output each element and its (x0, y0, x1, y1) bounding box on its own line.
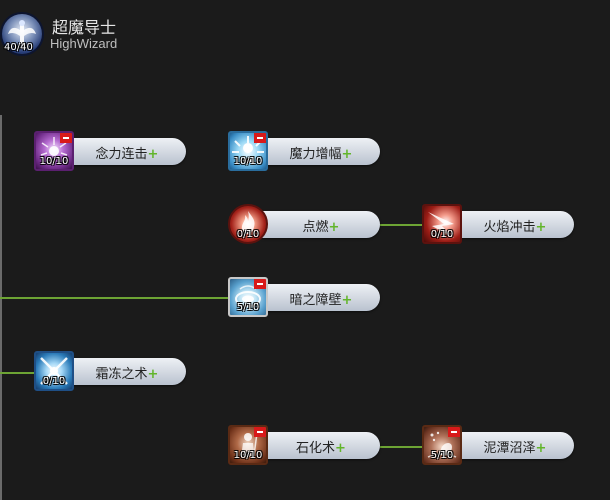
skill-name: 霜冻之术 (95, 367, 148, 382)
dark-barrier-icon[interactable]: 5/10 (228, 277, 268, 317)
skill-ignite[interactable]: 点燃+ 0/10 (228, 204, 388, 244)
skill-name: 石化术 (296, 441, 336, 456)
add-point-button[interactable]: + (328, 220, 340, 235)
skill-psychic-combo[interactable]: 念力连击+ 10/10 (34, 131, 194, 171)
add-point-button[interactable]: + (535, 441, 547, 456)
skill-level: 10/10 (233, 156, 263, 167)
skill-name: 念力连击 (95, 147, 148, 162)
petrify-icon[interactable]: 10/10 (228, 425, 268, 465)
skill-dark-barrier[interactable]: 暗之障壁+ 5/10 (228, 277, 388, 317)
add-point-button[interactable]: + (341, 147, 353, 162)
connector-line (380, 224, 422, 226)
skill-level: 10/10 (233, 450, 263, 461)
skill-quagmire[interactable]: 泥潭沼泽+ 5/10 (422, 425, 582, 465)
remove-point-button[interactable] (254, 427, 266, 437)
skill-name: 泥潭沼泽 (483, 441, 536, 456)
psychic-burst-icon[interactable]: 10/10 (34, 131, 74, 171)
add-point-button[interactable]: + (147, 147, 159, 162)
class-skill-points: 40/40 (4, 42, 33, 53)
skill-frost-art[interactable]: 霜冻之术+ 0/10 (34, 351, 194, 391)
skill-name-pill[interactable]: 暗之障壁+ (262, 284, 380, 311)
skill-name-pill[interactable]: 泥潭沼泽+ (456, 432, 574, 459)
skill-petrify[interactable]: 石化术+ 10/10 (228, 425, 388, 465)
frost-cross-icon[interactable]: 0/10 (34, 351, 74, 391)
class-header: 40/40 超魔导士 HighWizard (0, 0, 200, 60)
skill-level: 0/10 (430, 229, 454, 240)
remove-point-button[interactable] (254, 279, 266, 289)
remove-point-button[interactable] (254, 133, 266, 143)
connector-line (0, 372, 34, 374)
add-point-button[interactable]: + (341, 293, 353, 308)
class-name-english: HighWizard (50, 36, 118, 51)
skill-name-pill[interactable]: 点燃+ (262, 211, 380, 238)
skill-level: 0/10 (236, 229, 260, 240)
skill-level: 5/10 (430, 450, 454, 461)
mana-amplify-icon[interactable]: 10/10 (228, 131, 268, 171)
add-point-button[interactable]: + (535, 220, 547, 235)
flame-icon[interactable]: 0/10 (228, 204, 268, 244)
skill-level: 0/10 (42, 376, 66, 387)
remove-point-button[interactable] (60, 133, 72, 143)
skill-name-pill[interactable]: 石化术+ (262, 432, 380, 459)
skill-name: 魔力增幅 (289, 147, 342, 162)
tree-trunk-line (0, 115, 2, 500)
skill-name-pill[interactable]: 火焰冲击+ (456, 211, 574, 238)
skill-name-pill[interactable]: 念力连击+ (68, 138, 186, 165)
skill-name: 火焰冲击 (483, 220, 536, 235)
add-point-button[interactable]: + (147, 367, 159, 382)
fire-blast-icon[interactable]: 0/10 (422, 204, 462, 244)
remove-point-button[interactable] (448, 427, 460, 437)
skill-level: 10/10 (39, 156, 69, 167)
swamp-icon[interactable]: 5/10 (422, 425, 462, 465)
add-point-button[interactable]: + (335, 441, 346, 456)
skill-name-pill[interactable]: 霜冻之术+ (68, 358, 186, 385)
skill-level: 5/10 (236, 302, 260, 313)
skill-name: 暗之障壁 (289, 293, 342, 308)
connector-line (0, 297, 228, 299)
skill-mana-amplify[interactable]: 魔力增幅+ 10/10 (228, 131, 388, 171)
winged-staff-emblem-icon (2, 14, 42, 54)
class-name: 超魔导士 (52, 18, 117, 37)
skill-name-pill[interactable]: 魔力增幅+ (262, 138, 380, 165)
skill-name: 点燃 (302, 220, 329, 235)
skill-fire-impact[interactable]: 火焰冲击+ 0/10 (422, 204, 582, 244)
connector-line (380, 446, 422, 448)
